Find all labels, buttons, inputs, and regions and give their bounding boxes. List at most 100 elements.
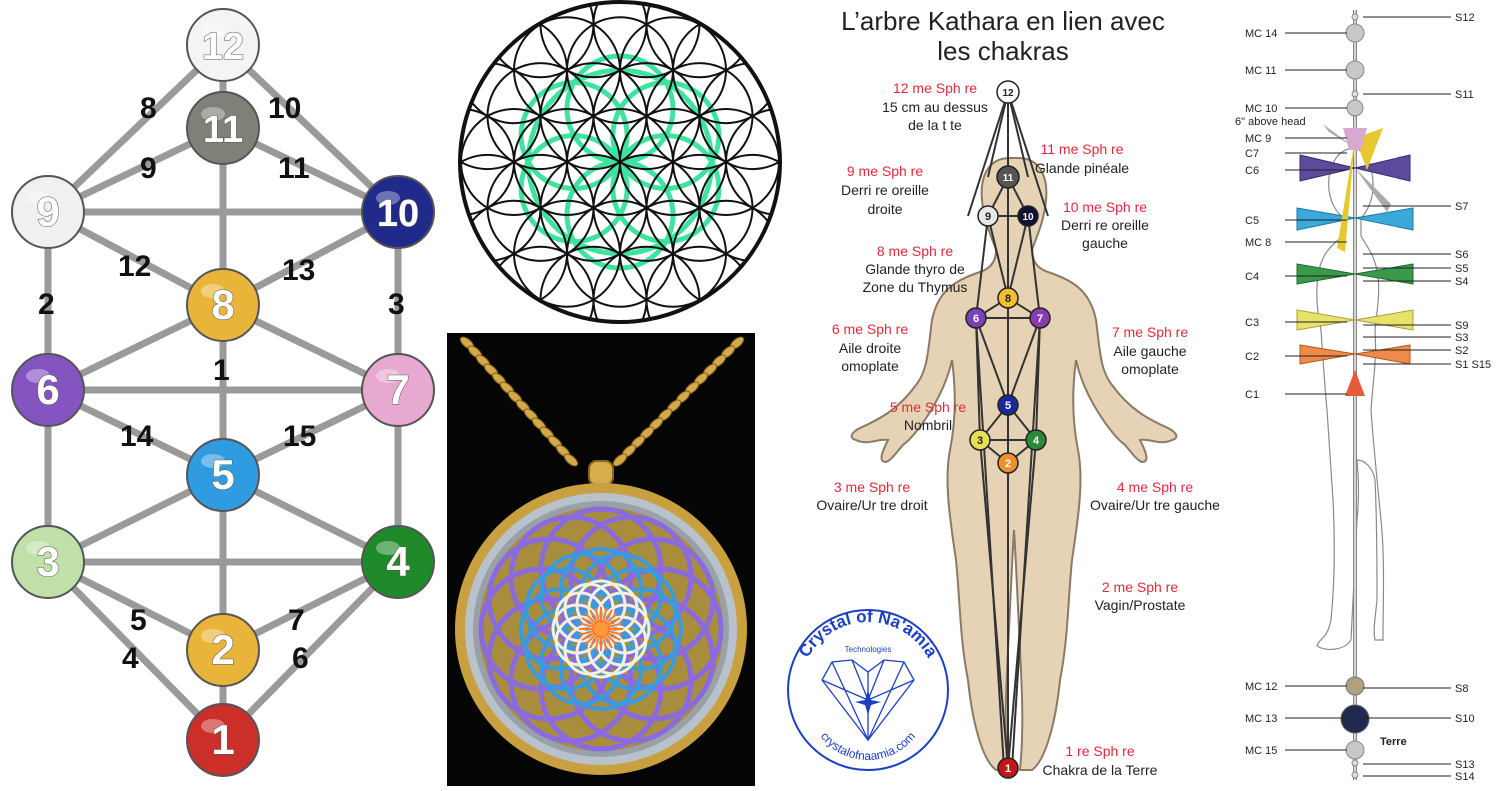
path-number: 5: [130, 604, 147, 637]
label-right: S14: [1455, 771, 1475, 783]
tree-sphere: [186, 613, 260, 687]
kathara-sphere: [969, 429, 991, 451]
kathara-chakra-panel: L’arbre Kathara en lien avec les chakras: [760, 0, 1240, 786]
kathara-sphere: [977, 205, 999, 227]
bail: [588, 460, 614, 486]
label-left: MC 12: [1245, 681, 1277, 693]
path-number: 11: [278, 152, 310, 185]
kathara-sphere-number: 9: [985, 211, 991, 223]
kathara-sphere-number: 3: [977, 435, 983, 447]
label-right: S9: [1455, 320, 1468, 332]
tree-sphere: [361, 525, 435, 599]
orange-star-center: [579, 607, 623, 651]
path-number: 13: [282, 254, 315, 287]
label-right: S4: [1455, 276, 1468, 288]
tree-sphere-number: 6: [36, 366, 59, 413]
tree-sphere: [186, 8, 260, 82]
label-desc: omoplate: [1121, 361, 1179, 377]
label-left: C5: [1245, 215, 1259, 227]
label-left: C7: [1245, 148, 1259, 160]
kathara-sphere: [996, 80, 1020, 104]
label-red: 1 re Sph re: [1065, 743, 1134, 759]
tree-sphere-number: 7: [386, 366, 409, 413]
label-desc: Derri re oreille: [1061, 217, 1149, 233]
kathara-title-line1: L’arbre Kathara en lien avec: [841, 6, 1165, 36]
label-right: S11: [1455, 89, 1474, 101]
label-right: S12: [1455, 12, 1475, 24]
label-desc: Ovaire/Ur tre droit: [816, 497, 927, 513]
label-left: MC 8: [1245, 237, 1271, 249]
label-left: MC 14: [1245, 28, 1277, 40]
label-right: S8: [1455, 683, 1468, 695]
kathara-sphere-number: 7: [1037, 313, 1043, 325]
kathara-sphere: [997, 287, 1019, 309]
tree-sphere-number: 3: [36, 538, 59, 585]
geometric-rings: [478, 506, 724, 752]
label-red: 9 me Sph re: [847, 163, 923, 179]
label-desc: de la t te: [908, 117, 962, 133]
label-red: 7 me Sph re: [1112, 324, 1188, 340]
label-right: S5: [1455, 263, 1468, 275]
path-number: 9: [140, 152, 157, 185]
tree-sphere-number: 10: [377, 193, 419, 235]
label-red: 8 me Sph re: [877, 243, 953, 259]
label-right: S6: [1455, 249, 1468, 261]
tree-sphere-number: 2: [211, 626, 234, 673]
tree-sphere-number: 9: [36, 188, 59, 235]
path-number: 6: [292, 642, 309, 675]
label-desc: Glande pinéale: [1035, 160, 1129, 176]
body-chart-labels: MC 14 MC 11 MC 10 6" above head MC 9 C7 …: [1235, 12, 1491, 783]
chakra-cones: [1296, 124, 1414, 396]
label-right: S7: [1455, 201, 1468, 213]
label-right: Terre: [1380, 736, 1407, 748]
tree-sphere-number: 4: [386, 538, 410, 585]
label-left: C6: [1245, 165, 1259, 177]
label-red: 3 me Sph re: [834, 479, 910, 495]
kathara-sphere: [1029, 307, 1051, 329]
label-red: 6 me Sph re: [832, 321, 908, 337]
kathara-sphere: [965, 307, 987, 329]
kathara-sphere: [997, 394, 1019, 416]
tree-sphere-number: 8: [211, 281, 234, 328]
path-number: 12: [118, 250, 151, 283]
tree-sphere-number: 12: [202, 26, 244, 68]
label-left: C3: [1245, 317, 1259, 329]
label-right: S10: [1455, 713, 1475, 725]
label-left: MC 15: [1245, 745, 1277, 757]
label-left: 6" above head: [1235, 116, 1306, 128]
label-red: 10 me Sph re: [1063, 199, 1147, 215]
label-desc: Chakra de la Terre: [1043, 762, 1158, 778]
tree-sphere: [186, 438, 260, 512]
crystal-of-naamia-logo: Crystal of Na'amia crystalofnaamia.com T…: [787, 607, 949, 771]
label-left: C4: [1245, 271, 1259, 283]
kathara-sphere: [1025, 429, 1047, 451]
label-left: C2: [1245, 351, 1259, 363]
tree-of-life-diagram: 8 10 9 11 12 13 2 3 1 14 15 5 7 4 6 1211…: [11, 8, 435, 777]
label-desc: Derri re oreille: [841, 182, 929, 198]
tree-sphere: [11, 525, 85, 599]
kathara-sphere-number: 6: [973, 313, 979, 325]
tree-sphere: [186, 703, 260, 777]
label-red: 5 me Sph re: [890, 399, 966, 415]
tree-sphere: [186, 268, 260, 342]
flower-of-life-panel: [455, 0, 785, 330]
kathara-sphere-number: 1: [1005, 763, 1011, 775]
label-right: S13: [1455, 759, 1475, 771]
logo-sub: Technologies: [845, 645, 892, 654]
body-chart-diagram: MC 14 MC 11 MC 10 6" above head MC 9 C7 …: [1235, 10, 1491, 783]
label-left: MC 13: [1245, 713, 1277, 725]
kathara-labels: 12 me Sph re 15 cm au dessus de la t te …: [816, 80, 1220, 778]
label-desc: Nombril: [904, 417, 952, 433]
label-left: MC 11: [1245, 65, 1277, 77]
outer-circle: [458, 0, 782, 324]
label-desc: omoplate: [841, 358, 899, 374]
tree-sphere-number: 1: [211, 716, 234, 763]
path-number: 7: [288, 604, 305, 637]
tree-sphere: [361, 353, 435, 427]
kathara-sphere: [997, 452, 1019, 474]
label-left: C1: [1245, 389, 1259, 401]
path-number: 10: [268, 92, 301, 125]
tree-sphere: [11, 175, 85, 249]
tree-sphere-number: 11: [203, 109, 243, 151]
label-red: 4 me Sph re: [1117, 479, 1193, 495]
